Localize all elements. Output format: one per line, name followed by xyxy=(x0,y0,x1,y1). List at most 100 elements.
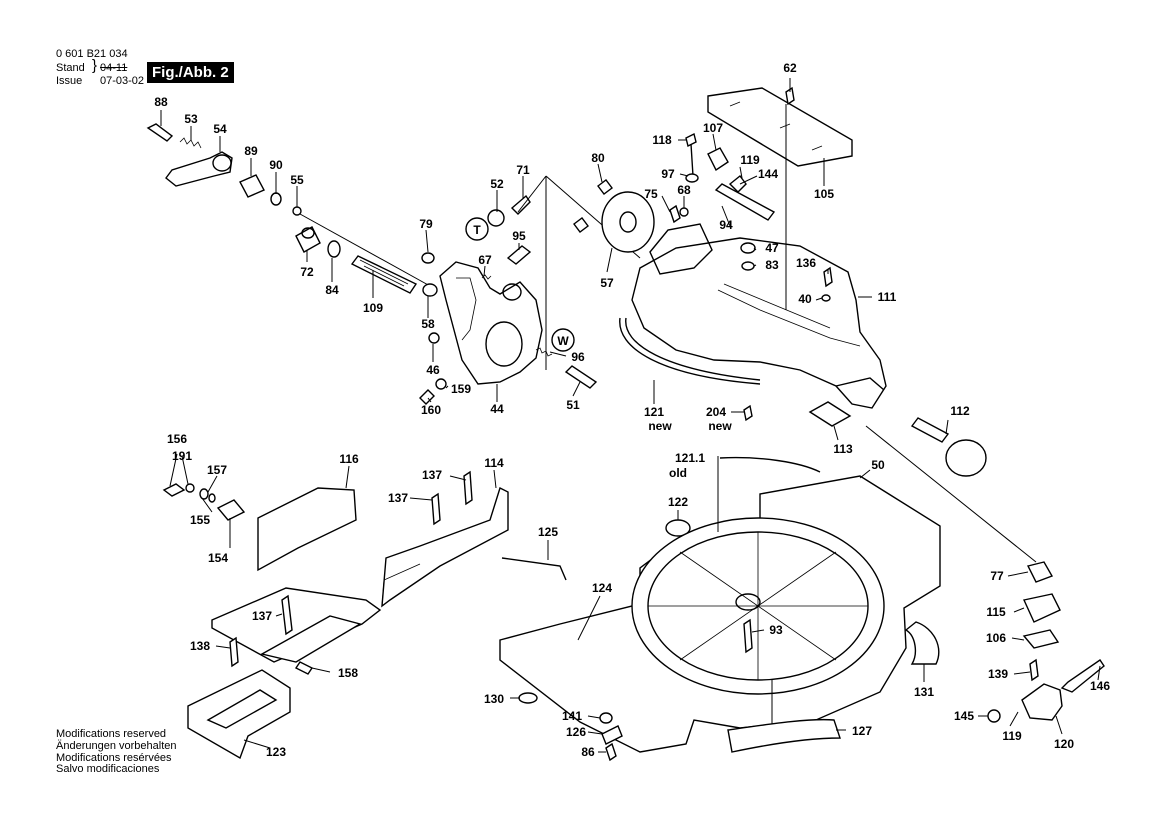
part-label-68: 68 xyxy=(677,183,691,197)
part-label-55: 55 xyxy=(290,173,304,187)
part-label-53: 53 xyxy=(184,112,198,126)
part-label-124: 124 xyxy=(592,581,612,595)
part-label-159: 159 xyxy=(451,382,471,396)
part-label-54: 54 xyxy=(213,122,227,136)
part-label-126: 126 xyxy=(566,725,586,739)
part-label-88: 88 xyxy=(154,95,168,109)
part-label-144: 144 xyxy=(758,167,778,181)
part-label-130: 130 xyxy=(484,692,504,706)
part-label-154: 154 xyxy=(208,551,228,565)
part-label-158: 158 xyxy=(338,666,358,680)
notice-line-es: Salvo modificaciones xyxy=(56,763,160,776)
part-label-94: 94 xyxy=(719,218,733,232)
part-label-156: 156 xyxy=(167,432,187,446)
part-label-146: 146 xyxy=(1090,679,1110,693)
notice-line-de: Änderungen vorbehalten xyxy=(56,739,177,752)
part-label-46: 46 xyxy=(426,363,440,377)
doc-number: 0 601 B21 034 xyxy=(56,48,128,60)
part-label-155: 155 xyxy=(190,513,210,527)
part-label-131: 131 xyxy=(914,685,934,699)
part-label-115: 115 xyxy=(986,605,1006,619)
part-label-107: 107 xyxy=(703,121,723,135)
part-label-72: 72 xyxy=(300,265,314,279)
part-label-86: 86 xyxy=(581,745,595,759)
part-label-204-new: new xyxy=(708,419,732,433)
stand-label: Stand xyxy=(56,62,85,74)
marker-w-letter: W xyxy=(557,334,569,348)
marker-t-letter: T xyxy=(473,223,481,237)
part-label-125: 125 xyxy=(538,525,558,539)
part-label-111: 111 xyxy=(878,290,897,304)
part-label-137-mid: 137 xyxy=(388,491,408,505)
part-label-121-1: 121.1 xyxy=(675,451,705,465)
marker-t: T xyxy=(465,217,489,241)
notice-line-en: Modifications reserved xyxy=(56,728,167,740)
part-label-67: 67 xyxy=(478,253,492,267)
part-label-47: 47 xyxy=(765,241,779,255)
part-label-127: 127 xyxy=(852,724,872,738)
part-label-75: 75 xyxy=(644,187,658,201)
blade-guard-drawing xyxy=(573,86,1037,563)
brace-icon: } xyxy=(92,57,98,74)
part-label-136: 136 xyxy=(796,256,816,270)
part-label-121-new: new xyxy=(648,419,672,433)
part-label-116: 116 xyxy=(339,452,359,466)
part-label-113: 113 xyxy=(833,442,853,456)
part-label-51: 51 xyxy=(566,398,580,412)
part-label-90: 90 xyxy=(269,158,283,172)
part-label-105: 105 xyxy=(814,187,834,201)
part-label-71: 71 xyxy=(516,163,530,177)
part-label-106: 106 xyxy=(986,631,1006,645)
base-drawing xyxy=(499,456,1105,762)
part-label-50: 50 xyxy=(871,458,885,472)
part-label-44: 44 xyxy=(490,402,504,416)
part-label-121-1-old: old xyxy=(669,466,687,480)
stand-value: 04-11 xyxy=(100,62,128,74)
part-label-121: 121 xyxy=(644,405,664,419)
part-label-141: 141 xyxy=(562,709,582,723)
leader-lines xyxy=(160,78,1101,753)
part-label-160: 160 xyxy=(421,403,441,417)
handle-assembly-drawing xyxy=(146,123,641,405)
part-label-120: 120 xyxy=(1054,737,1074,751)
part-label-80: 80 xyxy=(591,151,605,165)
issue-label: Issue xyxy=(56,75,83,87)
part-label-95: 95 xyxy=(512,229,526,243)
part-label-137-low: 137 xyxy=(252,609,272,623)
figure-tag: Fig./Abb. 2 xyxy=(147,62,234,83)
part-label-58: 58 xyxy=(421,317,435,331)
issue-value: 07-03-02 xyxy=(100,75,145,87)
part-label-139: 139 xyxy=(988,667,1008,681)
part-label-89: 89 xyxy=(244,144,258,158)
fence-drawing xyxy=(162,470,509,760)
part-label-40: 40 xyxy=(798,292,812,306)
part-label-122: 122 xyxy=(668,495,688,509)
part-label-52: 52 xyxy=(490,177,504,191)
part-label-119-top: 119 xyxy=(740,153,760,167)
part-label-204: 204 xyxy=(706,405,726,419)
part-label-123: 123 xyxy=(266,745,286,759)
part-label-137-top: 137 xyxy=(422,468,442,482)
part-label-145: 145 xyxy=(954,709,974,723)
part-label-79: 79 xyxy=(419,217,433,231)
modifications-notice: Modifications reserved Änderungen vorbeh… xyxy=(56,728,177,776)
part-label-118: 118 xyxy=(652,133,672,147)
part-label-138: 138 xyxy=(190,639,210,653)
part-label-109: 109 xyxy=(363,301,383,315)
part-label-57: 57 xyxy=(600,276,614,290)
part-labels: 62 88 53 54 89 90 55 71 52 80 118 107 11… xyxy=(154,61,1110,759)
part-label-97: 97 xyxy=(661,167,675,181)
part-label-83: 83 xyxy=(765,258,779,272)
part-label-62: 62 xyxy=(783,61,797,75)
marker-w: W xyxy=(551,328,575,352)
part-label-119-bottom: 119 xyxy=(1002,729,1022,743)
part-label-84: 84 xyxy=(325,283,339,297)
part-label-93: 93 xyxy=(769,623,783,637)
part-label-77: 77 xyxy=(990,569,1004,583)
part-label-114: 114 xyxy=(484,456,504,470)
part-label-96: 96 xyxy=(571,350,585,364)
part-label-191: 191 xyxy=(172,449,192,463)
notice-line-fr: Modifications resérvées xyxy=(56,751,172,764)
part-label-112: 112 xyxy=(950,404,970,418)
